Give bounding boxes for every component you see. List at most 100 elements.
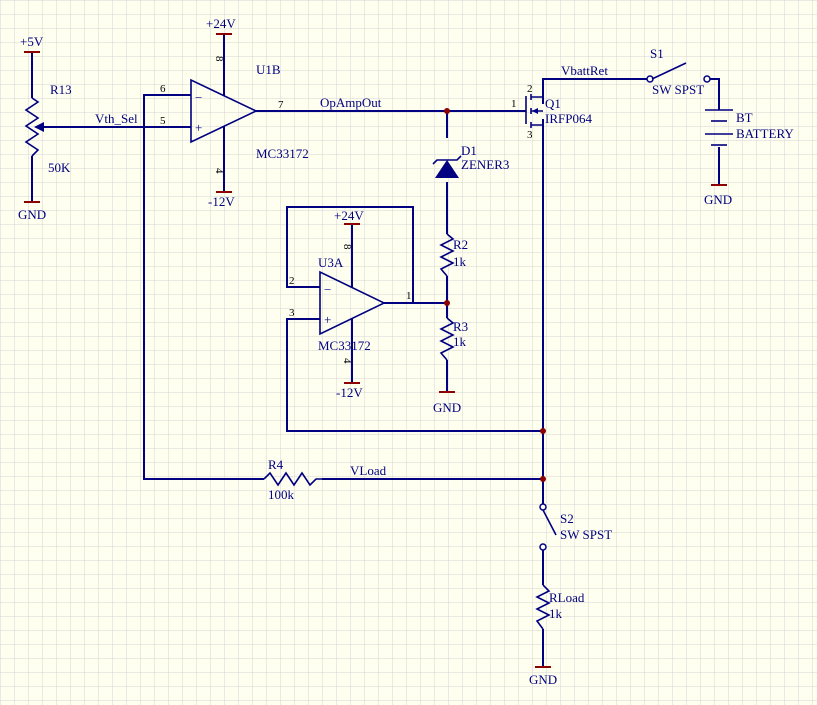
r2-value: 1k: [453, 254, 467, 269]
s1-part: SW SPST: [652, 82, 704, 97]
u1b-pin-noninv: 5: [160, 115, 166, 127]
u1b-vplus-label: +24V: [206, 16, 236, 31]
wire-u3a-feedback[interactable]: [286, 206, 414, 303]
bt-ground: GND: [704, 184, 732, 207]
s2-designator: S2: [560, 511, 574, 526]
q1-designator: Q1: [545, 96, 561, 111]
u3a-pin-noninv: 3: [289, 307, 295, 319]
junction-dot: [444, 108, 450, 114]
s1-contact: [703, 75, 711, 83]
d1-part: ZENER3: [461, 157, 509, 172]
potentiometer-r13[interactable]: R13 50K: [24, 82, 72, 175]
u1b-part: MC33172: [256, 146, 309, 161]
bt-part: BATTERY: [736, 126, 794, 141]
r13-supply-power: +5V: [20, 34, 44, 53]
s2-blade: [542, 509, 557, 536]
s2-contact: [539, 543, 547, 551]
u3a-pin-vplus: 8: [341, 244, 353, 250]
u3a-part: MC33172: [318, 338, 371, 353]
bt-designator: BT: [736, 110, 753, 125]
r4-value: 100k: [268, 487, 295, 502]
u3a-vplus-power: +24V: [334, 208, 364, 225]
opamp-u1b[interactable]: − + 6 5 7 8 4 U1B MC33172: [160, 34, 309, 192]
switch-s2[interactable]: S2 SW SPST: [539, 503, 612, 551]
u1b-pin-vplus: 8: [213, 56, 225, 62]
u3a-designator: U3A: [318, 255, 344, 270]
q1-drain-terminal: [531, 96, 544, 104]
r3-value: 1k: [453, 334, 467, 349]
net-label-vth-sel: Vth_Sel: [95, 111, 138, 126]
bt-ground-label: GND: [704, 192, 732, 207]
r13-ground: GND: [18, 201, 46, 222]
net-label-opampout: OpAmpOut: [320, 95, 382, 110]
zigzag-resistor-icon: [263, 471, 322, 487]
wiper-arrow-icon: [34, 122, 44, 132]
q1-pin-drain: 2: [527, 83, 533, 95]
r13-designator: R13: [50, 82, 72, 97]
net-label-vbattret: VbattRet: [561, 63, 608, 78]
q1-pin-source: 3: [527, 129, 533, 141]
battery-bt[interactable]: BT BATTERY: [705, 109, 794, 146]
zener-d1[interactable]: D1 ZENER3: [432, 143, 509, 178]
spst-switch-icon: [539, 503, 547, 511]
q1-body-arrow: [532, 108, 538, 114]
junction-dot: [444, 300, 450, 306]
r4-designator: R4: [268, 457, 284, 472]
resistor-r2[interactable]: R2 1k: [439, 233, 468, 277]
u3a-vminus-power: -12V: [336, 382, 363, 400]
resistor-r3[interactable]: R3 1k: [439, 317, 468, 361]
zigzag-resistor-icon: [439, 233, 455, 277]
u3a-vminus-label: -12V: [336, 385, 363, 400]
u1b-plus-sign: +: [195, 120, 202, 135]
r13-value: 50K: [48, 160, 71, 175]
rload-designator: RLoad: [549, 590, 585, 605]
rload-ground-label: GND: [529, 672, 557, 687]
u1b-pin-inv: 6: [160, 83, 166, 95]
u1b-minus-sign: −: [195, 90, 202, 105]
u1b-vplus-power: +24V: [206, 16, 236, 35]
u3a-plus-sign: +: [324, 312, 331, 327]
r13-supply-label: +5V: [20, 34, 44, 49]
s2-part: SW SPST: [560, 527, 612, 542]
mosfet-q1[interactable]: 1 2 3 Q1 IRFP064: [511, 83, 592, 141]
u1b-vminus-label: -12V: [208, 194, 235, 209]
wire-q1-drain-vbattret[interactable]: [542, 78, 647, 104]
u3a-pin-inv: 2: [289, 275, 295, 287]
zener-diode-icon: [435, 160, 459, 178]
junction-dot: [540, 476, 546, 482]
u3a-minus-sign: −: [324, 282, 331, 297]
rload-ground: GND: [529, 666, 557, 687]
r3-ground-label: GND: [433, 400, 461, 415]
zener-cathode-bar: [432, 155, 462, 165]
resistor-r4[interactable]: R4 100k: [263, 457, 322, 502]
u1b-designator: U1B: [256, 62, 281, 77]
r3-ground: GND: [433, 391, 461, 415]
r3-designator: R3: [453, 319, 468, 334]
u1b-pin-out: 7: [278, 99, 284, 111]
wire-u3a-noninverting[interactable]: [286, 318, 543, 432]
u3a-vplus-label: +24V: [334, 208, 364, 223]
wire-s1-to-battery[interactable]: [709, 78, 720, 110]
zigzag-resistor-icon: [439, 317, 455, 361]
wire-u1b-inverting-feedback[interactable]: [143, 94, 264, 480]
q1-part: IRFP064: [545, 111, 592, 126]
r2-designator: R2: [453, 237, 468, 252]
junctions: [444, 108, 546, 482]
u3a-pin-vminus: 4: [341, 358, 353, 364]
r13-ground-label: GND: [18, 207, 46, 222]
switch-s1[interactable]: S1 SW SPST: [646, 46, 711, 97]
net-label-vload: VLoad: [350, 463, 387, 478]
rload-value: 1k: [549, 606, 563, 621]
q1-pin-gate: 1: [511, 98, 517, 110]
d1-designator: D1: [461, 143, 477, 158]
wires: [31, 52, 720, 667]
u3a-pin-out: 1: [406, 290, 412, 302]
junction-dot: [540, 428, 546, 434]
zigzag-resistor-icon: [535, 584, 551, 630]
resistor-rload[interactable]: RLoad 1k: [535, 584, 585, 630]
s1-designator: S1: [650, 46, 664, 61]
u1b-pin-vminus: 4: [213, 168, 225, 174]
opamp-u3a[interactable]: − + 2 3 1 8 4 U3A MC33172: [289, 224, 412, 383]
u1b-vminus-power: -12V: [208, 191, 235, 209]
